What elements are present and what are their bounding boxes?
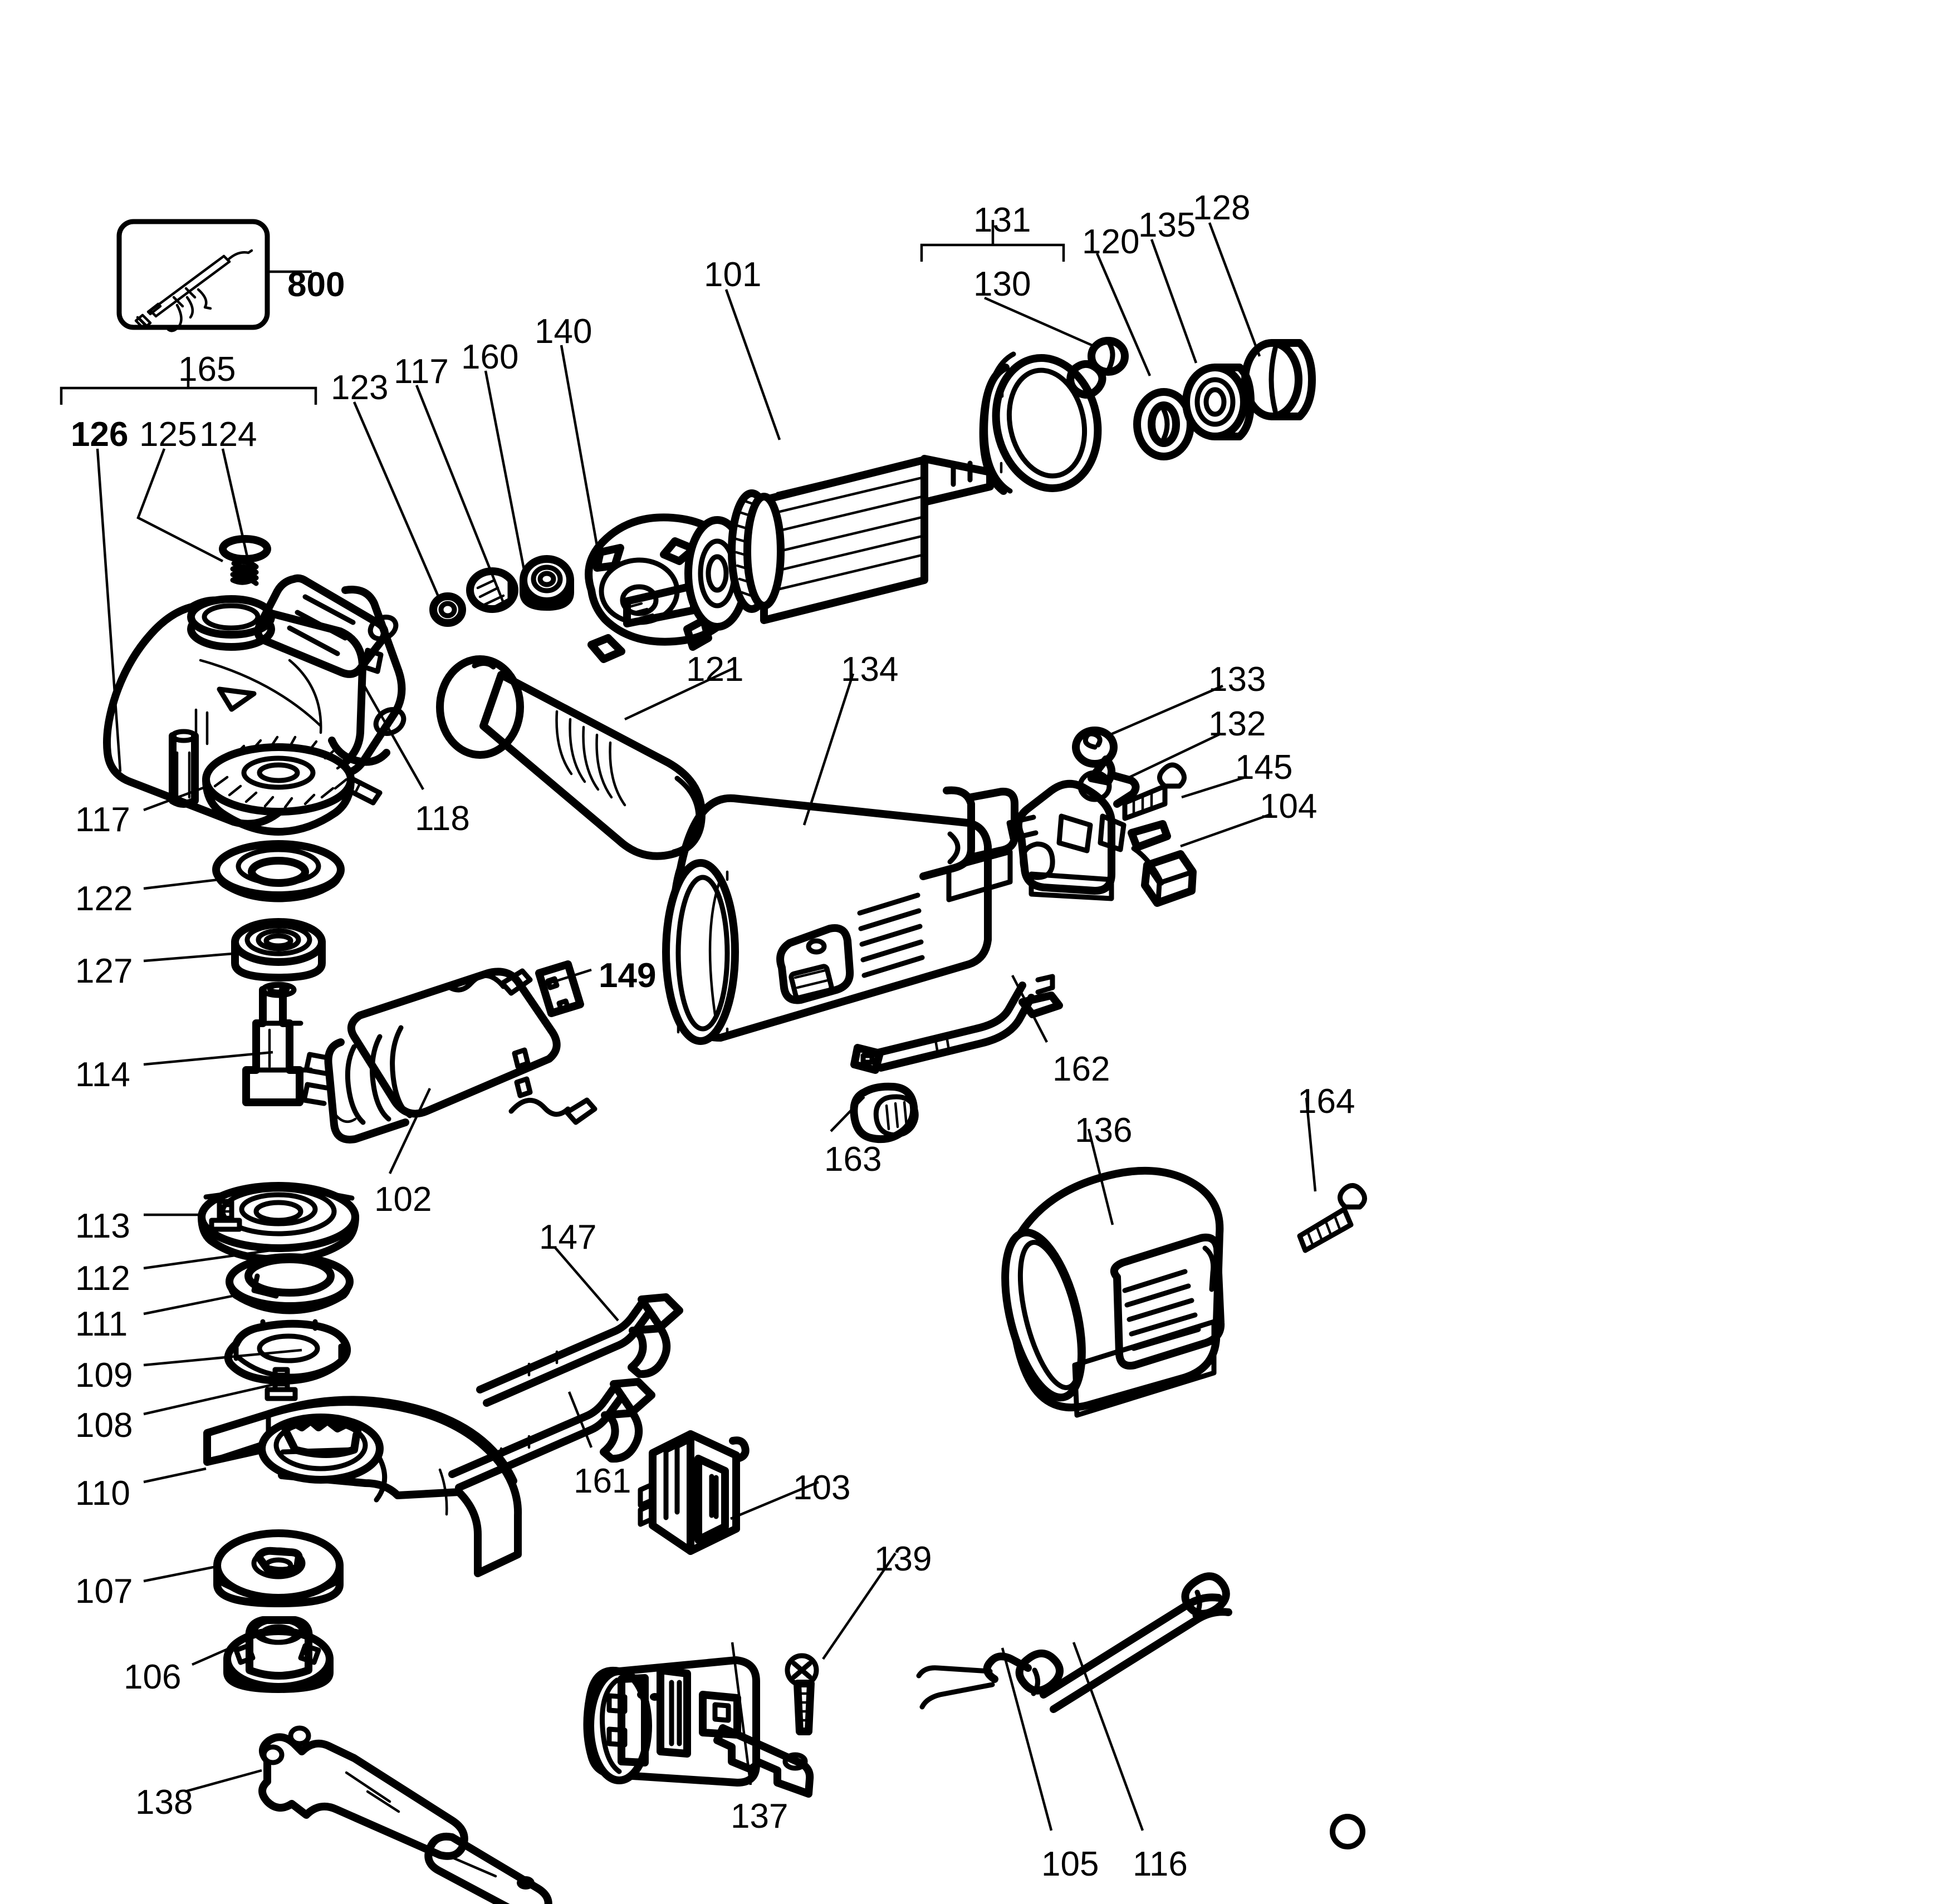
callout-121: 121 bbox=[686, 650, 744, 689]
part-109-flange-plate bbox=[224, 1319, 351, 1385]
part-135-bearing bbox=[1182, 364, 1255, 440]
callout-127: 127 bbox=[75, 952, 133, 990]
part-161-brush-lead bbox=[448, 1378, 655, 1491]
callout-113: 113 bbox=[75, 1207, 130, 1245]
callout-140: 140 bbox=[535, 312, 592, 351]
page-mark-circle bbox=[1330, 1814, 1365, 1849]
part-101-armature bbox=[623, 455, 994, 631]
callout-106: 106 bbox=[124, 1658, 182, 1696]
part-132-brush-holder bbox=[1006, 770, 1140, 901]
callout-134: 134 bbox=[841, 650, 899, 689]
callout-122: 122 bbox=[75, 880, 133, 918]
callout-114: 114 bbox=[75, 1056, 130, 1094]
part-139-screw bbox=[785, 1653, 819, 1735]
callout-123: 123 bbox=[331, 369, 389, 407]
part-163-switch-button bbox=[850, 1082, 919, 1144]
bracket-165 bbox=[60, 361, 317, 405]
callout-117-alt: 117 bbox=[75, 801, 130, 839]
callout-102: 102 bbox=[374, 1180, 432, 1219]
callout-117: 117 bbox=[394, 352, 449, 391]
part-116-power-cord bbox=[916, 1572, 1232, 1713]
callout-101: 101 bbox=[704, 256, 762, 294]
callout-135: 135 bbox=[1138, 206, 1196, 244]
callout-130: 130 bbox=[973, 265, 1031, 303]
callout-126: 126 bbox=[71, 415, 129, 454]
callout-138: 138 bbox=[135, 1783, 193, 1822]
callout-116: 116 bbox=[1133, 1845, 1188, 1883]
inset-box-800 bbox=[116, 219, 312, 332]
callout-107: 107 bbox=[75, 1572, 133, 1611]
part-103-switch-actuator bbox=[638, 1430, 750, 1555]
callout-137: 137 bbox=[731, 1797, 789, 1836]
part-107-backing-flange bbox=[213, 1529, 344, 1607]
callout-161: 161 bbox=[574, 1462, 631, 1500]
part-104-carbon-brush bbox=[1128, 820, 1197, 907]
callout-162: 162 bbox=[1052, 1050, 1110, 1088]
callout-111: 111 bbox=[75, 1305, 128, 1343]
part-162-lead-wire bbox=[850, 974, 1063, 1074]
leader-lines bbox=[96, 222, 1317, 1831]
callout-800: 800 bbox=[287, 266, 345, 304]
callout-133: 133 bbox=[1208, 660, 1266, 699]
callout-160: 160 bbox=[461, 338, 519, 376]
part-128-bearing-retainer bbox=[1241, 339, 1316, 420]
part-124-o-ring bbox=[219, 535, 271, 563]
part-164-screw bbox=[1297, 1183, 1367, 1253]
callout-164: 164 bbox=[1297, 1082, 1355, 1121]
callout-125: 125 bbox=[139, 415, 197, 454]
callout-103: 103 bbox=[793, 1469, 851, 1507]
part-137-switch bbox=[583, 1656, 814, 1798]
callout-110: 110 bbox=[75, 1474, 130, 1513]
part-130-baffle bbox=[979, 337, 1129, 495]
part-114-spindle bbox=[242, 982, 314, 1106]
callout-163: 163 bbox=[824, 1140, 882, 1179]
part-117-spindle-lock-pin bbox=[169, 729, 199, 808]
part-123-retaining-ring bbox=[429, 592, 466, 627]
callout-147: 147 bbox=[539, 1218, 597, 1257]
callout-139: 139 bbox=[874, 1540, 932, 1578]
part-125-spring bbox=[230, 559, 259, 586]
part-102-field-stator bbox=[301, 968, 598, 1144]
callout-112: 112 bbox=[75, 1259, 130, 1298]
part-147-brush-lead bbox=[476, 1293, 683, 1407]
part-111-clamp-ring bbox=[226, 1253, 354, 1314]
bracket-131 bbox=[920, 220, 1065, 262]
part-126-gear-case-cover bbox=[103, 535, 407, 828]
callout-149: 149 bbox=[599, 956, 657, 995]
part-122-seal bbox=[212, 840, 345, 902]
callout-120: 120 bbox=[1082, 223, 1140, 261]
part-138-spanner-wrench bbox=[258, 1725, 552, 1904]
callout-132: 132 bbox=[1208, 705, 1266, 743]
part-117-bevel-gear bbox=[202, 735, 355, 836]
part-134-motor-housing bbox=[662, 786, 1018, 1045]
part-140-bearing bbox=[520, 555, 574, 611]
callout-131: 131 bbox=[973, 201, 1031, 239]
callout-108: 108 bbox=[75, 1406, 133, 1445]
callout-109: 109 bbox=[75, 1356, 133, 1395]
part-127-ball-bearing bbox=[231, 918, 326, 982]
callout-105: 105 bbox=[1041, 1845, 1099, 1883]
part-108-screw bbox=[265, 1367, 298, 1401]
callout-104: 104 bbox=[1260, 787, 1318, 826]
part-149-brush-plate bbox=[535, 960, 584, 1017]
part-160-spiral-pinion bbox=[466, 567, 518, 613]
part-145-screw bbox=[1122, 762, 1187, 821]
part-121-side-handle bbox=[436, 655, 706, 860]
callout-124: 124 bbox=[199, 415, 257, 454]
part-106-clamp-nut bbox=[223, 1616, 334, 1693]
part-136-end-cap bbox=[1001, 1166, 1225, 1418]
callout-145: 145 bbox=[1235, 748, 1293, 787]
callout-118: 118 bbox=[415, 799, 470, 838]
callout-165: 165 bbox=[178, 350, 236, 389]
part-112-screw bbox=[209, 1199, 242, 1232]
callout-136: 136 bbox=[1075, 1111, 1133, 1150]
callout-128: 128 bbox=[1193, 189, 1251, 227]
